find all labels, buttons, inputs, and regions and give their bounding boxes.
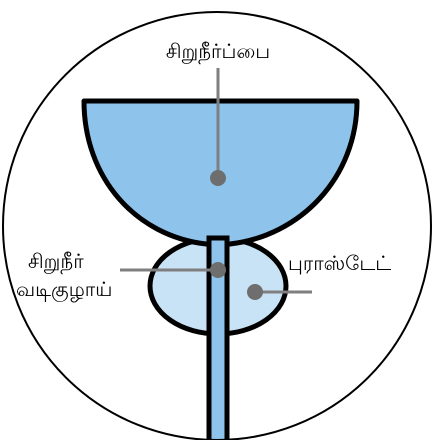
urethra-label-line2: வடிகுழாய்	[16, 277, 112, 302]
urethra-marker	[210, 262, 226, 278]
prostate-label: புராஸ்டேட்	[288, 251, 391, 275]
prostate-marker	[247, 284, 263, 300]
bladder-marker	[210, 170, 226, 186]
bladder-label: சிறுநீர்ப்பை	[166, 39, 270, 64]
urethra-label-line1: சிறுநீர்	[28, 249, 84, 274]
